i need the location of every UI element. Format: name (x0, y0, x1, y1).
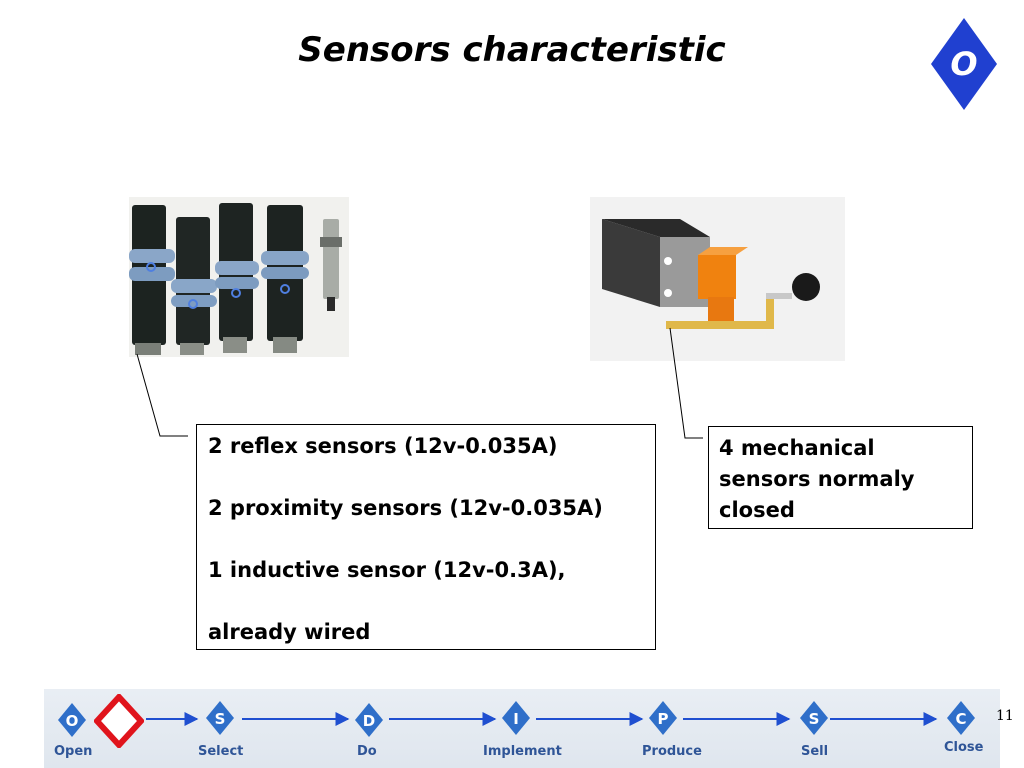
callout-line: 1 inductive sensor (12v-0.3A), (208, 558, 566, 582)
nav-label-select[interactable]: Select (198, 744, 244, 759)
current-step-marker-icon (92, 692, 146, 750)
nav-label-implement[interactable]: Implement (483, 744, 562, 759)
produce-diamond-icon: P (649, 701, 677, 735)
nav-step-open[interactable]: O (57, 702, 87, 738)
open-step-logo-icon: O (929, 16, 999, 112)
nav-label-produce[interactable]: Produce (642, 744, 702, 759)
svg-text:P: P (658, 710, 669, 728)
nav-step-select[interactable]: S (205, 700, 235, 736)
nav-step-produce[interactable]: P (648, 700, 678, 736)
open-diamond-icon: O (58, 703, 86, 737)
close-diamond-icon: C (947, 701, 975, 735)
callout-line (208, 586, 655, 617)
svg-text:O: O (66, 712, 79, 730)
nav-label-close[interactable]: Close (944, 740, 984, 755)
svg-text:S: S (809, 710, 820, 728)
svg-text:S: S (215, 710, 226, 728)
callout-line: 4 mechanical (719, 436, 875, 460)
callout-line: closed (719, 498, 795, 522)
implement-diamond-icon: I (502, 701, 530, 735)
do-diamond-icon: D (355, 703, 383, 737)
sensors-photo (129, 197, 349, 357)
callout-line: 2 proximity sensors (12v-0.035A) (208, 496, 603, 520)
svg-text:I: I (513, 710, 519, 728)
slide-title: Sensors characteristic (298, 30, 726, 70)
svg-text:D: D (363, 712, 375, 730)
process-navigation-bar (44, 689, 1000, 768)
logo-letter: O (950, 45, 977, 83)
callout-line (208, 462, 655, 493)
nav-step-close[interactable]: C (946, 700, 976, 736)
callout-line: sensors normaly (719, 467, 915, 491)
mechanical-sensor-photo (590, 197, 845, 361)
callout-line: already wired (208, 620, 371, 644)
navigation-arrows (146, 712, 938, 726)
callout-line: 2 reflex sensors (12v-0.035A) (208, 434, 558, 458)
mechanical-sensors-callout: 4 mechanical sensors normaly closed (708, 426, 973, 529)
callout-line (208, 524, 655, 555)
sell-diamond-icon: S (800, 701, 828, 735)
nav-step-implement[interactable]: I (501, 700, 531, 736)
page-number: 11 (996, 708, 1014, 724)
svg-text:C: C (955, 710, 966, 728)
nav-label-open[interactable]: Open (54, 744, 93, 759)
electrical-sensors-callout: 2 reflex sensors (12v-0.035A) 2 proximit… (196, 424, 656, 650)
nav-label-do[interactable]: Do (357, 744, 377, 759)
nav-step-sell[interactable]: S (799, 700, 829, 736)
nav-step-do[interactable]: D (354, 702, 384, 738)
select-diamond-icon: S (206, 701, 234, 735)
nav-label-sell[interactable]: Sell (801, 744, 829, 759)
